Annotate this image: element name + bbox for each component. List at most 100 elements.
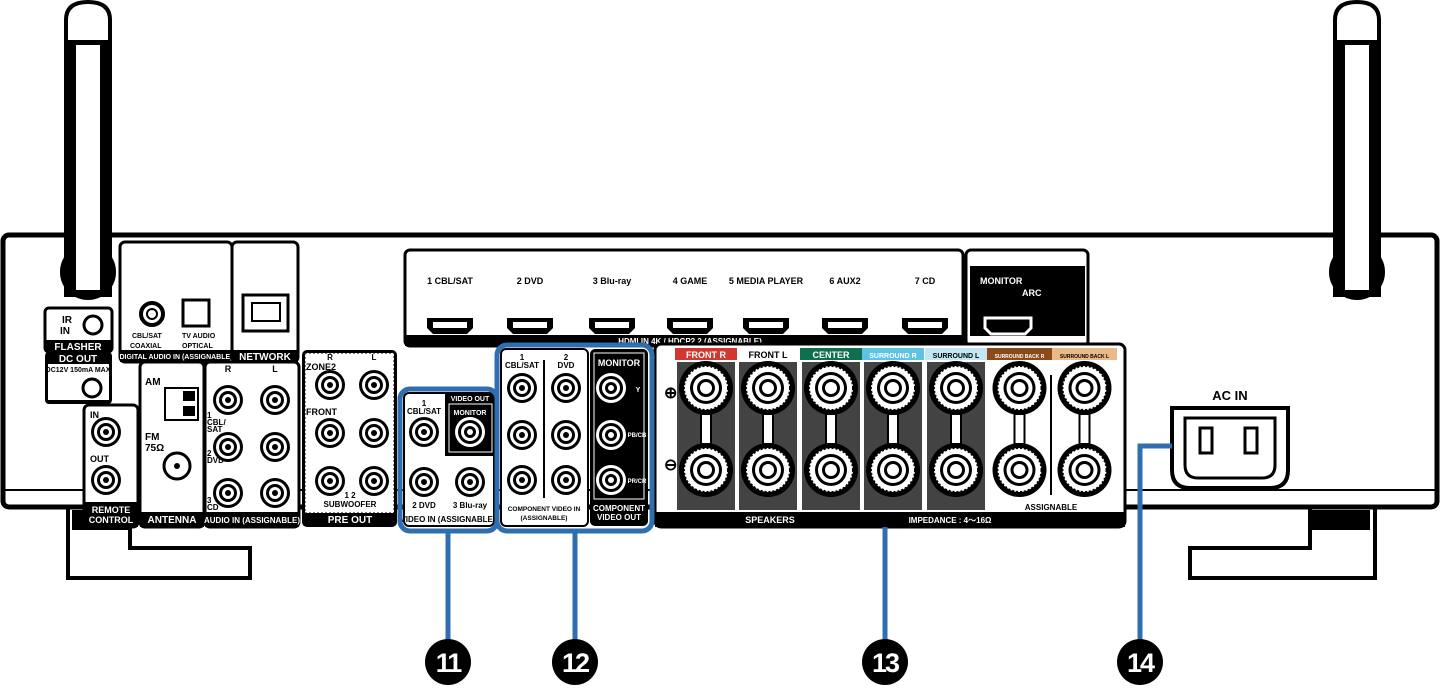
hdmi-in-label-4: 4 GAME [673,276,708,286]
pre-out-zone2-1-jack[interactable] [315,370,345,400]
component-in-2-jack-2[interactable] [551,465,581,495]
speaker-terminal-6-plus[interactable] [992,361,1047,415]
hdmi-in-label-2: 2 DVD [517,276,544,286]
video-in-label: VIDEO IN (ASSIGNABLE) [400,515,495,524]
hdmi-in-label: HDMI IN 4K / HDCP2.2 (ASSIGNABLE) [618,337,762,346]
video-in-1-label: CBL/SAT [407,407,441,416]
hdmi-arc-label: ARC [1022,288,1042,298]
pre-out-front-2-jack[interactable] [359,418,389,448]
video-in-2-jack[interactable] [409,467,439,497]
speaker-terminal-4-plus[interactable] [866,361,920,415]
remote-in-label: IN [90,410,99,420]
speaker-terminal-7-plus[interactable] [1057,361,1112,415]
ir-in-label: IN [60,326,70,337]
speaker-terminal-3-plus[interactable] [804,361,858,415]
callout-number: 12 [562,648,589,678]
speaker-terminal-3-minus[interactable] [804,443,858,497]
video-in-1-jack[interactable] [409,417,439,447]
speaker-terminal-2-plus[interactable] [741,361,795,415]
speaker-terminal-6-minus[interactable] [992,443,1047,497]
ac-in-section: AC IN [1170,388,1290,490]
callout-12: 12 [552,639,598,685]
speaker-channel-tab [987,348,1052,360]
audio-in-3-l-jack[interactable] [260,478,290,508]
component-in-2-jack-0[interactable] [551,373,581,403]
speaker-terminal-5-minus[interactable] [929,443,983,497]
pre-out-zone2-2-jack[interactable] [359,370,389,400]
component-1-label: CBL/SAT [505,361,539,370]
hdmi-in-label-3: 3 Blu-ray [593,276,632,286]
network-label: NETWORK [239,352,291,363]
audio-in-2-l-jack[interactable] [260,432,290,462]
video-monitor-out-jack[interactable] [455,417,485,447]
pre-out-subwoofer-2-jack[interactable] [359,466,389,496]
speaker-terminal-1-minus[interactable] [679,443,733,497]
right-antenna[interactable] [1329,0,1385,300]
video-in-3-jack[interactable] [455,467,485,497]
audio-in-2-r-jack[interactable] [213,432,243,462]
hdmi-monitor-label: MONITOR [980,276,1023,286]
remote-in-jack[interactable] [91,417,121,447]
pre-out-label: PRE OUT [328,515,372,526]
component-pb-label: PB/CB [628,433,647,439]
component-out-jack-2[interactable] [596,465,626,495]
speaker-terminal-1-plus[interactable] [679,361,733,415]
optical-label: TV AUDIO [182,333,216,340]
audio-l-label: L [272,364,278,374]
audio-1-label: CBL/ [207,418,226,427]
speaker-terminal-2-minus[interactable] [741,443,795,497]
dc-out-jack[interactable] [81,377,103,399]
component-out-jack-1[interactable] [596,420,626,450]
right-foot [1188,505,1377,580]
hdmi-in-section: HDMI IN 4K / HDCP2.2 (ASSIGNABLE) 1 CBL/… [403,248,965,348]
component-in-1-jack-2[interactable] [507,465,537,495]
video-monitor-label: MONITOR [454,410,487,417]
dc-out-label: DC OUT [59,354,97,365]
pre-out-front-1-jack[interactable] [315,418,345,448]
audio-in-1-r-jack[interactable] [213,385,243,415]
component-out-label2: VIDEO OUT [597,513,641,522]
left-antenna[interactable] [60,0,116,300]
component-out-jack-0[interactable] [596,373,626,403]
speaker-terminal-7-minus[interactable] [1057,443,1112,497]
component-in-1-jack-0[interactable] [507,373,537,403]
remote-out-jack[interactable] [91,465,121,495]
audio-in-1-l-jack[interactable] [260,385,290,415]
video-out-label: VIDEO OUT [451,396,490,403]
network-port[interactable] [241,293,290,333]
component-in-2-jack-1[interactable] [551,420,581,450]
component-in-1-jack-1[interactable] [507,420,537,450]
plus-symbol: ⊕ [664,385,677,402]
speaker-channel-tab [925,348,987,360]
audio-in-3-r-jack[interactable] [213,478,243,508]
audio-2-num: 2 [207,449,212,458]
hdmi-out-port[interactable] [983,316,1033,336]
subwoofer-numbers: 1 2 [344,491,356,500]
pre-out-subwoofer-1-jack[interactable] [315,466,345,496]
speaker-terminal-5-plus[interactable] [929,361,983,415]
speaker-channel-label-5: SURROUND L [933,353,980,360]
optical-jack[interactable] [181,298,211,328]
callout-14: 14 [1117,639,1163,685]
subwoofer-label: SUBWOOFER [324,500,377,509]
ac-in-label: AC IN [1212,388,1247,403]
hdmi-in-label-6: 6 AUX2 [829,276,860,286]
audio-1-num: 1 [207,411,212,420]
speaker-terminal-4-minus[interactable] [866,443,920,497]
callout-11: 11 [425,639,471,685]
ir-in-jack[interactable] [82,314,104,336]
pre-front-label: FRONT [306,407,337,417]
speaker-channel-tab [737,348,799,360]
coax-label: CBL/SAT [132,333,163,340]
component-in-sub-label: (ASSIGNABLE) [521,515,568,522]
hdmi-in-label-5: 5 MEDIA PLAYER [729,276,804,286]
hdmi-out-section: MONITOR ARC HDMI OUT 4K/HDCP2.2 [964,248,1090,348]
callouts [397,342,1172,645]
impedance-label: IMPEDANCE : 4～16Ω [909,516,992,525]
audio-1-label2: SAT [207,425,223,434]
speaker-channel-tab [862,348,924,360]
speaker-channel-label-7: SURROUND BACK L [1060,354,1109,360]
video-in-section: VIDEO OUT MONITOR 1 CBL/SAT 2 DVD 3 Blu-… [400,392,496,527]
